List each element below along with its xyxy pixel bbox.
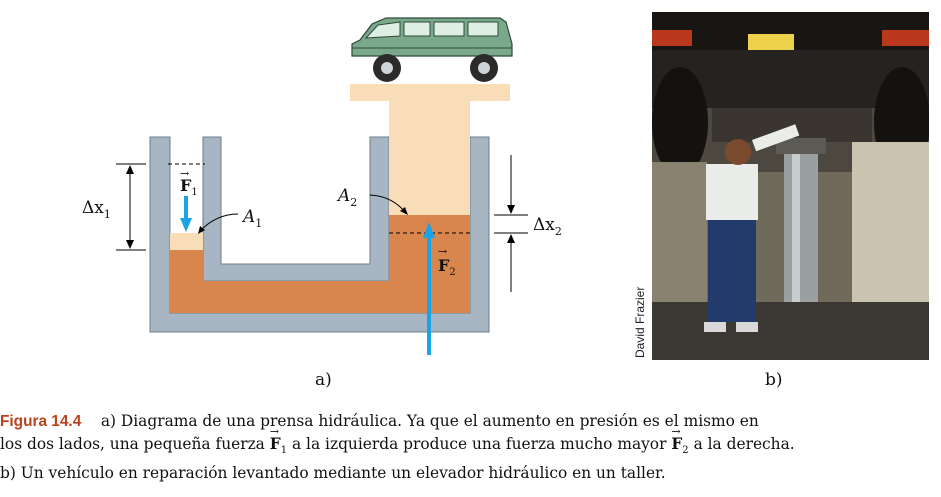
hydraulic-press-diagram: Δx1 Δx2 → F1 → F2 A1 A2 — [82, 17, 562, 355]
caption-text-2a: los dos lados, una pequeña fuerza — [0, 435, 265, 453]
f2-label: F2 — [438, 256, 456, 278]
caption-f1-subscript: 1 — [280, 445, 288, 457]
f1-label: F1 — [180, 176, 198, 198]
caption-line-2: los dos lados, una pequeña fuerza F1 a l… — [0, 421, 941, 462]
car-icon — [351, 17, 513, 82]
caption-text-3: b) Un vehículo en reparación levantado m… — [0, 464, 666, 483]
f1-force-arrow — [180, 196, 192, 232]
caption-f2-subscript: 2 — [682, 445, 689, 457]
dx1-label: Δx1 — [82, 198, 111, 221]
middle-divider-wall — [202, 136, 390, 282]
caption-line-3: b) Un vehículo en reparación levantado m… — [0, 462, 941, 484]
caption-figure-label: Figura 14.4 — [0, 413, 82, 430]
small-piston — [170, 233, 203, 250]
panel-a-label: a) — [315, 370, 332, 390]
dx2-dimension — [494, 155, 528, 292]
car-lift-photo — [652, 12, 929, 360]
caption-text-2b: a la izquierda produce una fuerza mucho … — [291, 435, 667, 453]
license-plate — [748, 34, 794, 52]
photo-credit: David Frazier — [633, 286, 647, 358]
caption-f2-symbol: F — [671, 421, 682, 455]
f2-vector-arrow: → — [438, 245, 447, 258]
caption-text-1: a) Diagrama de una prensa hidráulica. Ya… — [100, 412, 759, 430]
figure-caption: Figura 14.4 a) Diagrama de una prensa hi… — [0, 410, 941, 484]
caption-text-2c: a la derecha. — [693, 435, 795, 453]
dx2-label: Δx2 — [533, 215, 562, 238]
mechanic-figure — [704, 124, 800, 332]
f1-vector-arrow: → — [180, 167, 189, 180]
hydraulic-fluid — [170, 215, 470, 313]
caption-line-1: Figura 14.4 a) Diagrama de una prensa hi… — [0, 410, 941, 433]
a2-label: A2 — [336, 186, 357, 209]
caption-f1-symbol: F — [270, 421, 281, 455]
panel-b-label: b) — [765, 370, 783, 390]
f2-force-arrow — [423, 222, 435, 355]
dx1-dimension — [116, 163, 146, 251]
large-piston — [350, 84, 510, 215]
a1-label: A1 — [241, 207, 262, 230]
